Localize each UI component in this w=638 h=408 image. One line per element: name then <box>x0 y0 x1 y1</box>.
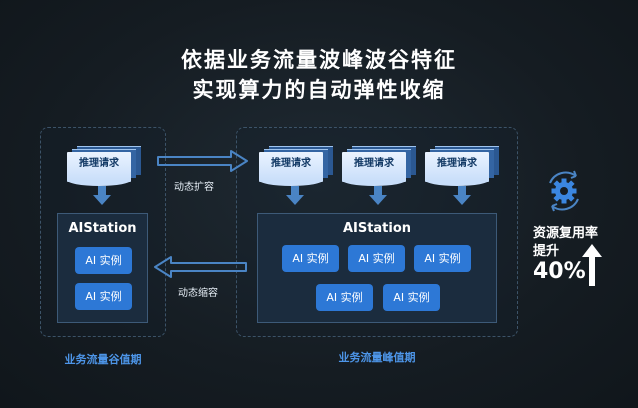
shrink-arrow-icon <box>154 256 247 278</box>
peak-request-stack: 推理请求 <box>342 146 416 186</box>
shrink-label: 动态缩容 <box>178 288 218 299</box>
reuse-rate-value: 40% <box>533 259 586 284</box>
down-arrow-icon <box>286 186 304 205</box>
peak-caption: 业务流量峰值期 <box>338 351 416 364</box>
request-label: 推理请求 <box>342 152 406 186</box>
down-arrow-icon <box>453 186 471 205</box>
valley-aistation-title: AIStation <box>68 221 137 236</box>
expand-arrow-icon <box>157 150 248 172</box>
peak-request-stack: 推理请求 <box>425 146 499 186</box>
peak-ai-instance: AI 实例 <box>348 245 405 272</box>
peak-ai-instance: AI 实例 <box>282 245 339 272</box>
request-label: 推理请求 <box>259 152 323 186</box>
peak-aistation-title: AIStation <box>342 221 412 236</box>
request-label: 推理请求 <box>67 152 131 186</box>
peak-ai-instance: AI 实例 <box>414 245 471 272</box>
request-label: 推理请求 <box>425 152 489 186</box>
down-arrow-icon <box>369 186 387 205</box>
title-line-1: 依据业务流量波峰波谷特征 <box>181 48 457 72</box>
valley-ai-instance: AI 实例 <box>75 247 132 274</box>
peak-request-stack: 推理请求 <box>259 146 333 186</box>
valley-ai-instance: AI 实例 <box>75 283 132 310</box>
peak-ai-instance: AI 实例 <box>383 284 440 311</box>
improve-label: 提升 <box>533 244 560 259</box>
title-line-2: 实现算力的自动弹性收缩 <box>192 78 446 102</box>
expand-label: 动态扩容 <box>174 182 214 193</box>
gear-refresh-icon <box>549 170 579 212</box>
valley-caption: 业务流量谷值期 <box>64 353 142 366</box>
peak-ai-instance: AI 实例 <box>316 284 373 311</box>
down-arrow-icon <box>93 186 111 205</box>
up-arrow-icon <box>582 244 602 286</box>
reuse-rate-label: 资源复用率 <box>533 226 599 241</box>
valley-request-stack: 推理请求 <box>67 146 141 186</box>
